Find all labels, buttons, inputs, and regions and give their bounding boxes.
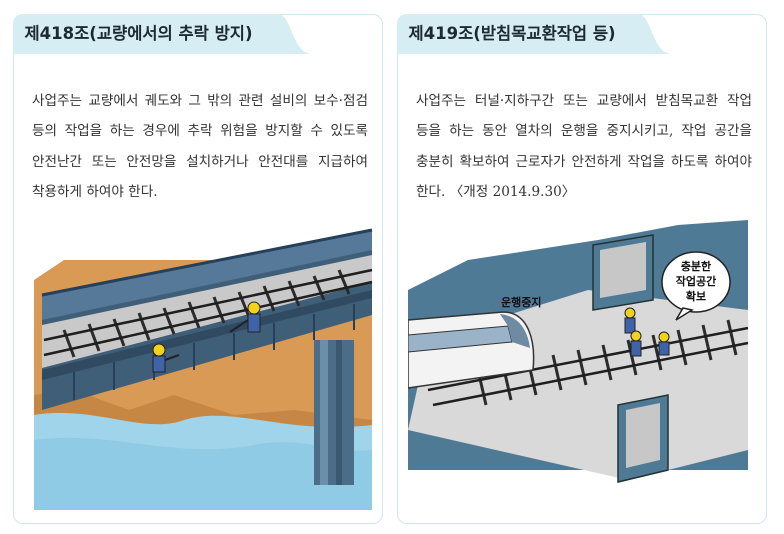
train-figure — [408, 311, 535, 389]
worker-figure — [624, 307, 636, 334]
speech-bubble: 충분한 작업공간 확보 — [661, 251, 731, 321]
bubble-text-line: 확보 — [686, 289, 706, 303]
tab-curve-decoration — [274, 13, 312, 54]
bubble-text-line: 작업공간 — [676, 274, 716, 288]
worker-figure — [658, 331, 670, 356]
article-418-title: 제418조(교량에서의 추락 방지) — [12, 13, 275, 54]
article-419-card: 제419조(받침목교환작업 등) 사업주는 터널·지하구간 또는 교량에서 받침… — [396, 13, 767, 524]
article-418-body: 사업주는 교량에서 궤도와 그 밖의 관련 설비의 보수·점검 등의 작업을 하… — [32, 93, 368, 200]
sleeper-exchange-illustration: 운행중지 충분한 작업공간 확보 — [408, 220, 763, 510]
worker-figure — [630, 330, 642, 357]
article-418-card: 제418조(교량에서의 추락 방지) 사업주는 교량에서 궤도와 그 밖의 관련… — [12, 13, 383, 524]
tab-curve-decoration — [634, 13, 672, 54]
article-419-body: 사업주는 터널·지하구간 또는 교량에서 받침목교환 작업 등을 하는 동안 열… — [416, 93, 752, 200]
train-stopped-label: 운행중지 — [501, 295, 541, 309]
bridge-work-illustration — [34, 220, 374, 510]
worker-figure — [229, 301, 261, 333]
bubble-text-line: 충분한 — [681, 259, 711, 273]
worker-figure — [152, 343, 180, 373]
article-419-title: 제419조(받침목교환작업 등) — [396, 13, 635, 54]
